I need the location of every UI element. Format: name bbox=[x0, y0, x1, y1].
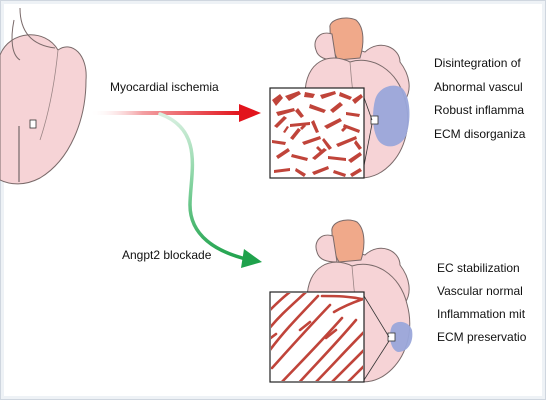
blockade-arrow bbox=[158, 112, 262, 268]
baseline-heart bbox=[0, 7, 87, 185]
normalized-vessel-inset bbox=[269, 291, 365, 383]
blockade-label: Angpt2 blockade bbox=[122, 248, 212, 262]
ischemia-label: Myocardial ischemia bbox=[110, 80, 219, 94]
ischemia-arrow bbox=[90, 104, 261, 122]
ischemic-vessel-inset bbox=[269, 87, 365, 179]
